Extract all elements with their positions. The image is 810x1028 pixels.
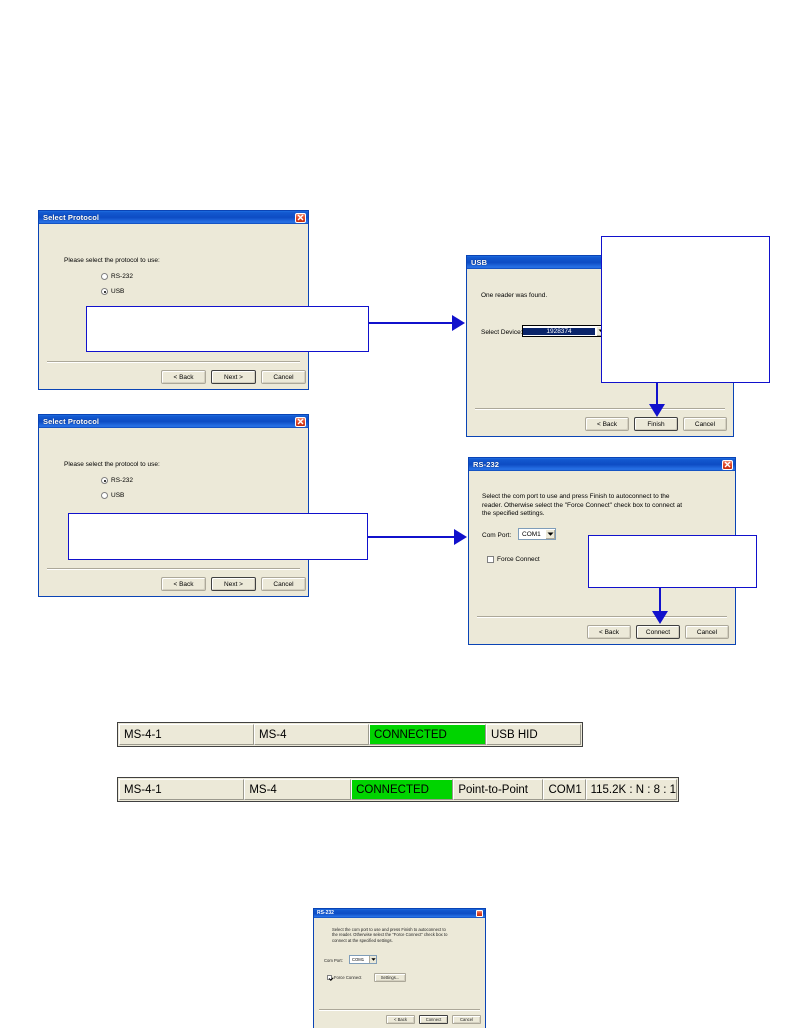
close-icon[interactable] [295,416,306,427]
callout-usb-device-arrowhead [649,404,665,417]
titlebar: RS-232 [469,458,735,471]
dialog-rs232-force-connect: RS-232 Select the com port to use and pr… [313,908,486,1028]
radio-usb[interactable]: USB [101,288,124,295]
select-device-value: 1928374 [523,327,595,335]
connect-button[interactable]: Connect [419,1015,448,1024]
status-cell-device: MS-4 [244,779,352,800]
dialog-title: Select Protocol [43,417,100,426]
divider [477,616,727,618]
callout-usb-protocol-note [86,306,369,352]
back-button[interactable]: < Back [585,417,629,431]
next-button[interactable]: Next > [211,577,256,591]
titlebar: Select Protocol [39,415,308,428]
cancel-button[interactable]: Cancel [452,1015,481,1024]
dialog-body: Please select the protocol to use: RS-23… [39,428,308,596]
status-bar-rs232: MS-4-1 MS-4 CONNECTED Point-to-Point COM… [117,777,679,802]
radio-knob-icon [101,288,108,295]
select-device-combo[interactable]: 1928374 [522,325,607,337]
close-icon[interactable] [476,910,483,917]
dialog-title: USB [471,258,488,267]
callout-usb-protocol-arrow-line [369,322,453,324]
callout-usb-device-arrow-line [656,383,658,405]
callout-rs232-protocol-note [68,513,368,560]
status-cell-model: MS-4-1 [119,779,245,800]
divider [475,408,725,410]
titlebar: RS-232 [314,909,485,918]
com-port-label: Com Port: [324,958,343,963]
dialog-title: RS-232 [473,460,500,469]
callout-usb-device-note [601,236,770,383]
radio-knob-icon [101,273,108,280]
status-cell-connection-state: CONNECTED [351,779,454,800]
status-cell-comport: COM1 [543,779,586,800]
status-cell-connection-state: CONNECTED [369,724,486,745]
com-port-value: COM1 [352,957,365,962]
next-button[interactable]: Next > [211,370,256,384]
rs232-force-message: Select the com port to use and press Fin… [332,927,448,943]
callout-rs232-protocol-arrow-line [368,536,455,538]
prompt-label: Please select the protocol to use: [64,461,160,468]
rs232-message: Select the com port to use and press Fin… [482,493,683,517]
finish-button[interactable]: Finish [634,417,678,431]
status-cell-serial-settings: 115.2K : N : 8 : 1 [585,779,678,800]
dialog-select-protocol-usb: Select Protocol Please select the protoc… [38,210,309,390]
titlebar: Select Protocol [39,211,308,224]
cancel-button[interactable]: Cancel [683,417,727,431]
com-port-combo[interactable]: COM1 [349,955,377,964]
close-icon[interactable] [722,459,733,470]
force-connect-label: Force Connect [497,556,540,563]
chevron-down-icon[interactable] [369,956,376,963]
close-icon[interactable] [295,212,306,223]
status-cell-device: MS-4 [254,724,369,745]
back-button[interactable]: < Back [161,370,206,384]
divider [47,361,300,363]
radio-rs232[interactable]: RS-232 [101,273,133,280]
cancel-button[interactable]: Cancel [261,370,306,384]
cancel-button[interactable]: Cancel [685,625,729,639]
divider [47,568,300,570]
chevron-down-icon[interactable] [544,529,555,539]
checkbox-icon [327,975,332,980]
com-port-value: COM1 [522,530,541,538]
callout-rs232-force-arrow-line [659,588,661,612]
com-port-combo[interactable]: COM1 [518,528,556,540]
callout-usb-protocol-arrowhead [452,315,465,331]
com-port-label: Com Port: [482,532,512,539]
status-bar-usb: MS-4-1 MS-4 CONNECTED USB HID [117,722,583,747]
usb-message: One reader was found. [481,292,548,299]
dialog-body: Select the com port to use and press Fin… [469,471,735,644]
radio-knob-icon [101,492,108,499]
callout-rs232-force-arrowhead [652,611,668,624]
radio-label: USB [111,492,125,499]
back-button[interactable]: < Back [386,1015,415,1024]
force-connect-checkbox[interactable]: Force Connect [487,556,540,563]
radio-rs232[interactable]: RS-232 [101,477,133,484]
connect-button[interactable]: Connect [636,625,680,639]
select-device-label: Select Device: [481,329,523,336]
back-button[interactable]: < Back [587,625,631,639]
radio-knob-icon [101,477,108,484]
dialog-body: Please select the protocol to use: RS-23… [39,224,308,389]
dialog-select-protocol-rs232: Select Protocol Please select the protoc… [38,414,309,597]
status-cell-topology: Point-to-Point [453,779,544,800]
status-cell-interface: USB HID [486,724,581,745]
callout-rs232-protocol-arrowhead [454,529,467,545]
radio-label: USB [111,288,125,295]
force-connect-checkbox[interactable]: Force Connect [327,975,361,980]
dialog-title: Select Protocol [43,213,100,222]
dialog-body: One reader was found. Select Device: 192… [467,269,733,436]
status-cell-model: MS-4-1 [119,724,254,745]
back-button[interactable]: < Back [161,577,206,591]
force-connect-label: Force Connect [334,975,362,980]
radio-usb[interactable]: USB [101,492,124,499]
checkbox-icon [487,556,494,563]
radio-label: RS-232 [111,477,134,484]
settings-button[interactable]: Settings... [374,973,406,982]
dialog-title: RS-232 [317,910,334,916]
callout-rs232-force-note [588,535,757,588]
divider [319,1009,480,1011]
radio-label: RS-232 [111,273,134,280]
cancel-button[interactable]: Cancel [261,577,306,591]
prompt-label: Please select the protocol to use: [64,257,160,264]
